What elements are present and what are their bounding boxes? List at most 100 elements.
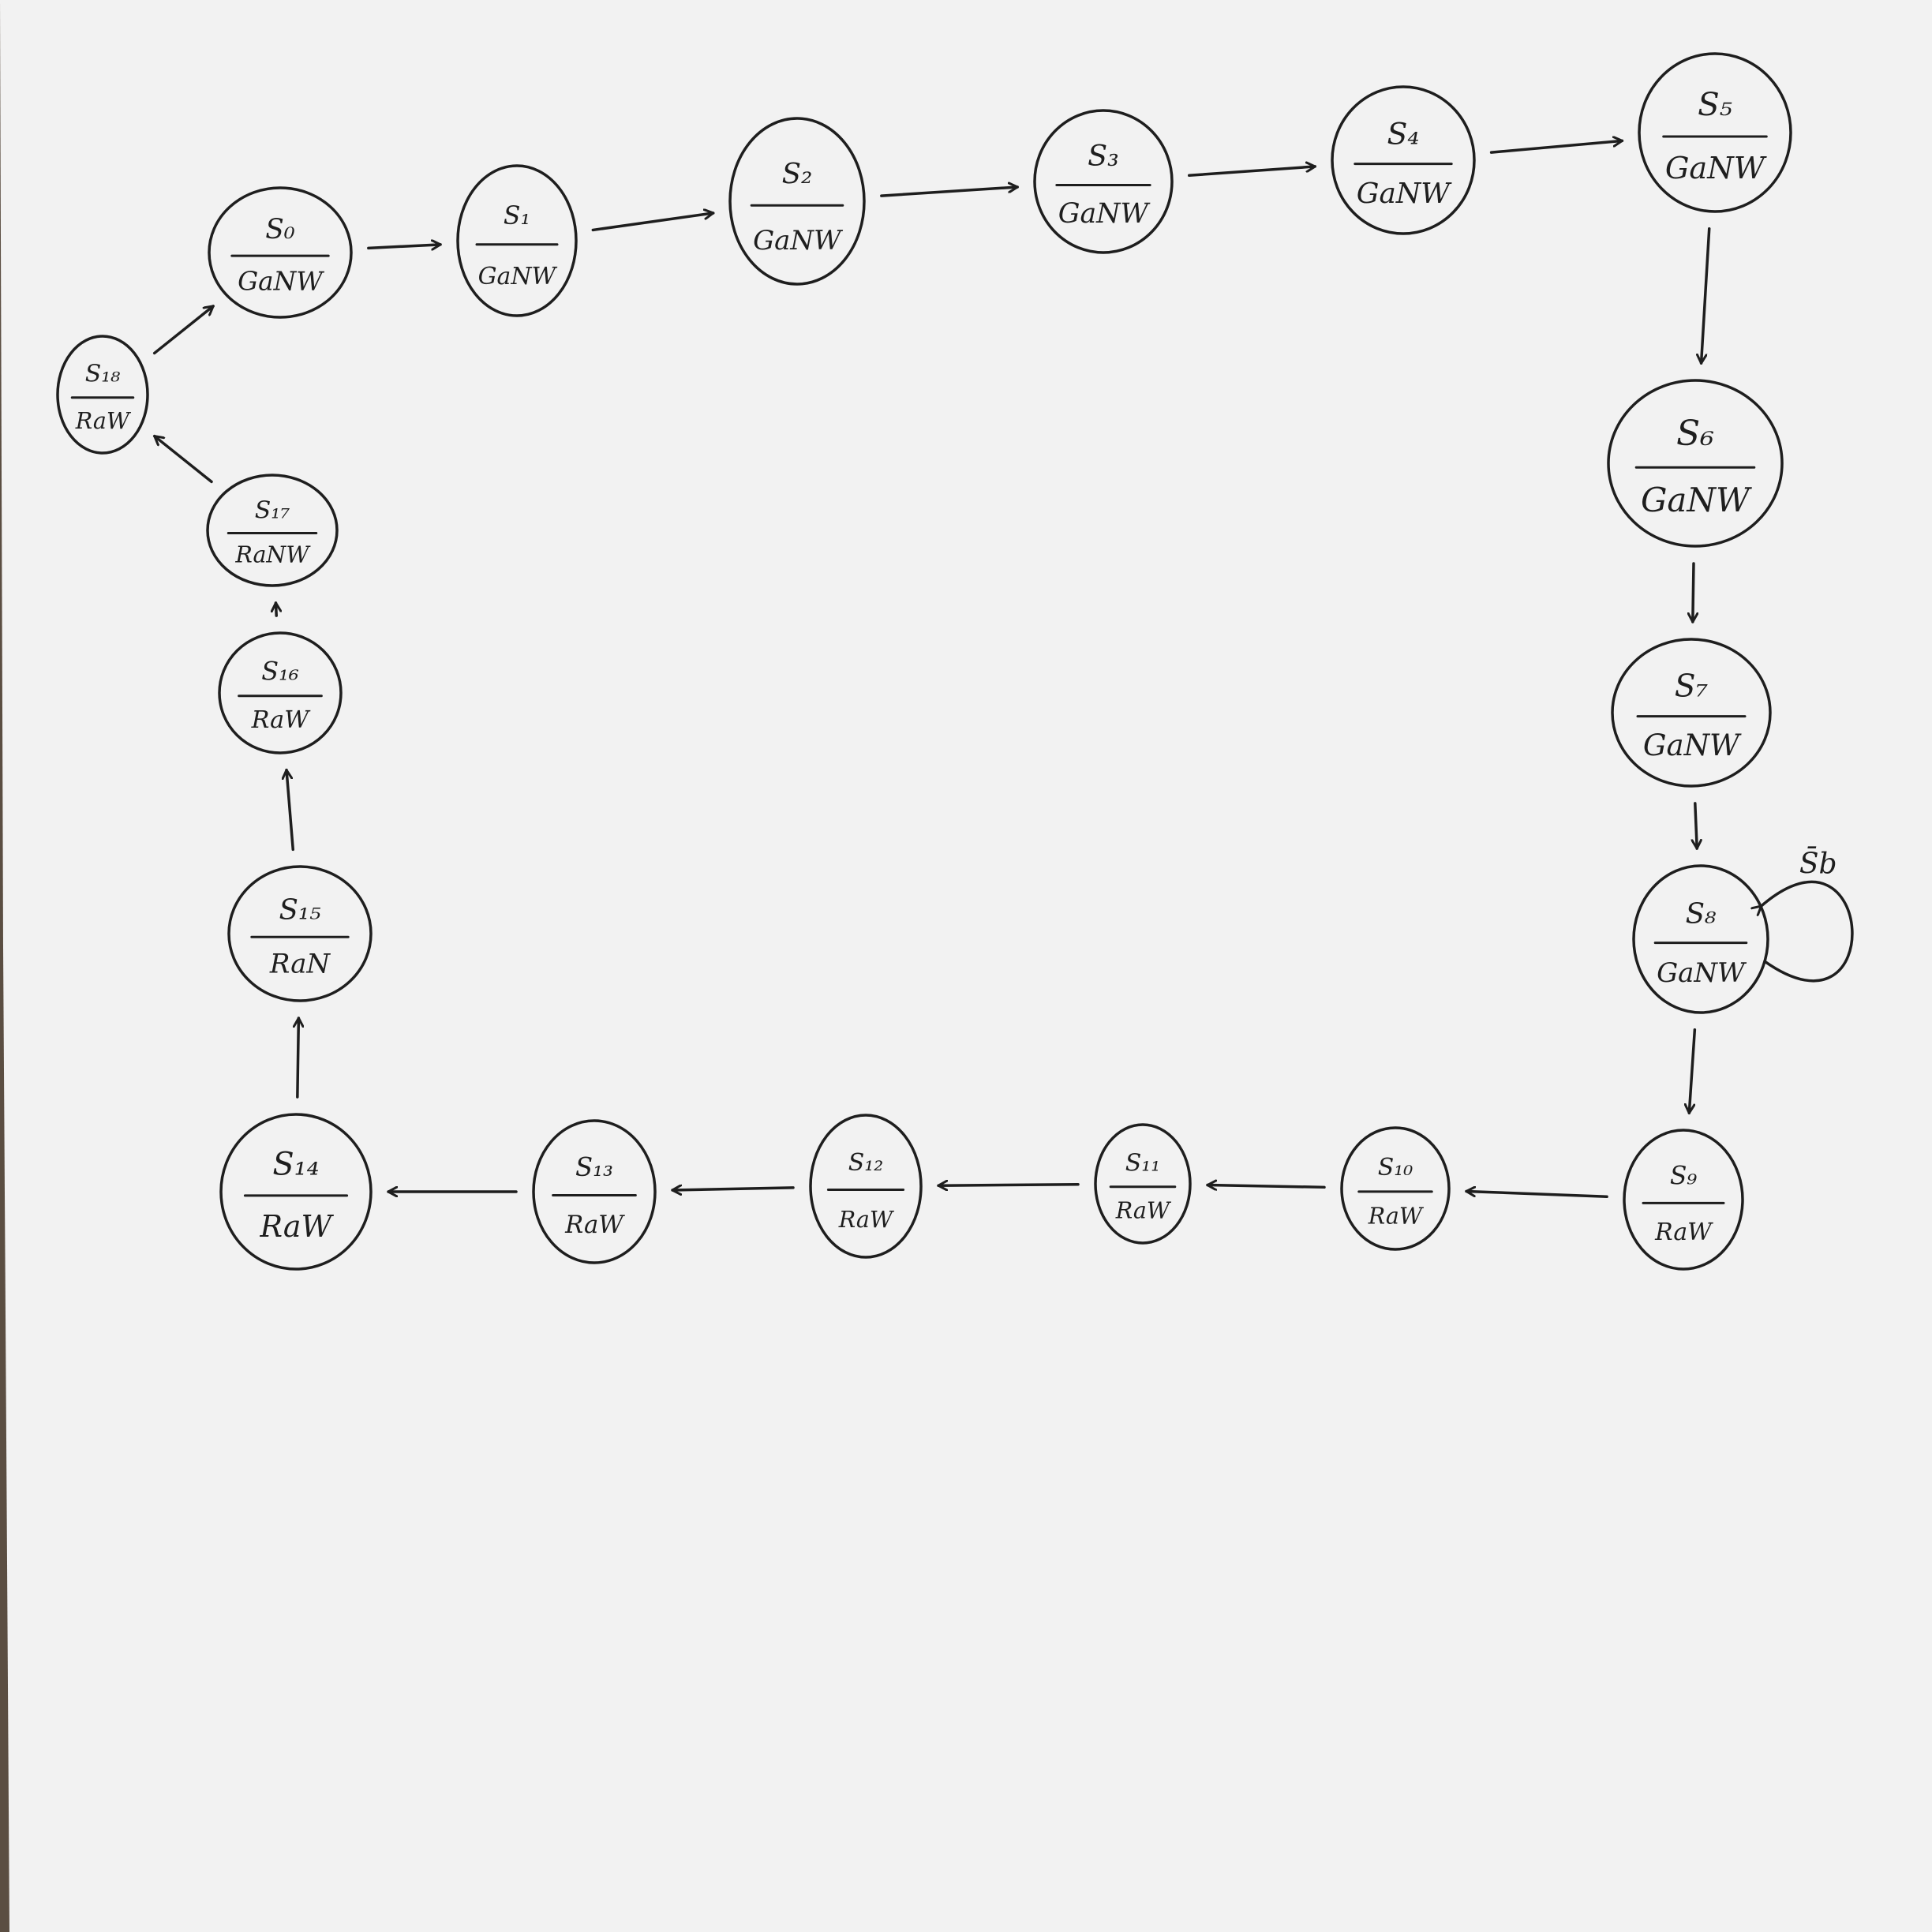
state-name: S₄ <box>1387 117 1419 152</box>
state-output: RaW <box>75 408 132 434</box>
state-output: GaNW <box>1657 957 1747 988</box>
state-circle <box>1094 1123 1192 1245</box>
state-name: S₃ <box>1088 139 1119 173</box>
transition-arrow-s3-s4 <box>1187 167 1317 178</box>
state-node-s7: S₇ GaNW <box>1611 638 1772 788</box>
state-circle <box>532 1119 657 1264</box>
state-output: GaNW <box>238 267 324 297</box>
transition-arrow-s4-s5 <box>1489 140 1624 154</box>
state-circle <box>809 1114 923 1259</box>
state-node-s16: S₁₆ RaW <box>218 631 343 754</box>
state-node-s5: S₅ GaNW <box>1638 52 1792 213</box>
state-circle <box>227 865 373 1002</box>
transition-arrow-s16-s17 <box>275 601 276 617</box>
state-circle <box>1331 85 1476 235</box>
state-output: GaNW <box>753 225 844 256</box>
state-output: RaW <box>1654 1219 1713 1246</box>
transition-arrow-s10-s11 <box>1206 1185 1326 1188</box>
state-output: RaW <box>260 1209 335 1244</box>
state-node-s17: S₁₇ RaNW <box>206 474 339 587</box>
state-output: RaN <box>269 948 331 979</box>
transition-arrow-s0-s1 <box>367 245 442 249</box>
state-node-s4: S₄ GaNW <box>1331 85 1476 235</box>
state-circle <box>456 164 578 317</box>
state-circle <box>1623 1129 1744 1271</box>
state-name: S₁₃ <box>575 1152 613 1182</box>
state-output: RaW <box>251 706 312 734</box>
state-node-s12: S₁₂ RaW <box>809 1114 923 1259</box>
state-node-s10: S₁₀ RaW <box>1340 1126 1451 1251</box>
state-name: S₁₄ <box>272 1146 319 1182</box>
state-node-s14: S₁₄ RaW <box>219 1113 373 1271</box>
state-name: S₂ <box>782 158 813 190</box>
state-output: GaNW <box>478 263 558 290</box>
transition-arrow-s6-s7 <box>1693 562 1694 623</box>
state-name: S₁₈ <box>85 361 121 388</box>
transition-arrow-s14-s15 <box>298 1017 299 1099</box>
state-circle <box>206 474 339 587</box>
state-name: S₁ <box>504 202 530 230</box>
state-node-s2: S₂ GaNW <box>728 117 866 286</box>
state-circle <box>218 631 343 754</box>
state-circle <box>728 117 866 286</box>
state-name: S₁₁ <box>1125 1150 1161 1178</box>
transition-arrow-s17-s18 <box>152 434 213 484</box>
state-output: RaW <box>838 1207 895 1233</box>
transition-arrow-s12-s13 <box>671 1188 795 1190</box>
transition-arrow-s18-s0 <box>152 305 215 355</box>
state-output: GaNW <box>1665 151 1767 186</box>
state-node-s9: S₉ RaW <box>1623 1129 1744 1271</box>
state-node-s8: S₈ GaNW <box>1632 864 1769 1014</box>
transition-label: S̄b <box>1799 847 1837 881</box>
transition-arrow-s8-s9 <box>1689 1028 1697 1115</box>
transitions-layer: S̄b <box>152 140 1854 1199</box>
state-circle <box>1632 864 1769 1014</box>
state-circle <box>1611 638 1772 788</box>
state-circle <box>219 1113 373 1271</box>
state-name: S₆ <box>1676 414 1714 454</box>
state-output: RaNW <box>234 542 311 568</box>
self-loop-s8: S̄b <box>1762 847 1854 983</box>
state-node-s1: S₁ GaNW <box>456 164 578 317</box>
state-name: S₅ <box>1698 86 1732 123</box>
state-name: S₀ <box>265 214 295 245</box>
state-name: S₁₆ <box>261 656 299 686</box>
state-circle <box>208 186 353 319</box>
state-node-s18: S₁₈ RaW <box>56 335 149 455</box>
states-layer: S₀ GaNW S₁ GaNW S₂ GaNW S₃ GaNW S₄ GaNW S₅ GaNW S₆ Ga… <box>56 52 1792 1271</box>
state-output: RaW <box>564 1211 625 1239</box>
state-circle <box>1607 379 1784 548</box>
state-circle <box>56 335 149 455</box>
state-name: S₁₀ <box>1378 1154 1413 1181</box>
self-loop-arrow <box>1762 880 1854 983</box>
state-output: RaW <box>1115 1198 1172 1224</box>
state-output: GaNW <box>1058 198 1151 230</box>
state-node-s15: S₁₅ RaN <box>227 865 373 1002</box>
state-output: RaW <box>1368 1204 1425 1230</box>
transition-arrow-s9-s10 <box>1465 1191 1608 1199</box>
state-output: GaNW <box>1641 481 1752 519</box>
state-name: S₉ <box>1670 1163 1698 1191</box>
state-circle <box>1340 1126 1451 1251</box>
state-node-s13: S₁₃ RaW <box>532 1119 657 1264</box>
state-node-s3: S₃ GaNW <box>1033 109 1174 254</box>
transition-arrow-s11-s12 <box>937 1185 1080 1186</box>
transition-arrow-s2-s3 <box>880 187 1019 197</box>
state-name: S₁₂ <box>848 1149 884 1177</box>
state-node-s11: S₁₁ RaW <box>1094 1123 1192 1245</box>
transition-arrow-s5-s6 <box>1702 227 1711 365</box>
state-name: S₁₅ <box>279 893 320 926</box>
state-output: GaNW <box>1643 728 1742 762</box>
state-output: GaNW <box>1357 178 1453 210</box>
transition-arrow-s7-s8 <box>1695 802 1697 850</box>
state-name: S₇ <box>1675 669 1709 705</box>
state-node-s6: S₆ GaNW <box>1607 379 1784 548</box>
state-node-s0: S₀ GaNW <box>208 186 353 319</box>
state-circle <box>1033 109 1174 254</box>
state-name: S₈ <box>1686 898 1717 930</box>
state-circle <box>1638 52 1792 213</box>
state-name: S₁₇ <box>255 497 290 525</box>
transition-arrow-s1-s2 <box>591 213 715 232</box>
